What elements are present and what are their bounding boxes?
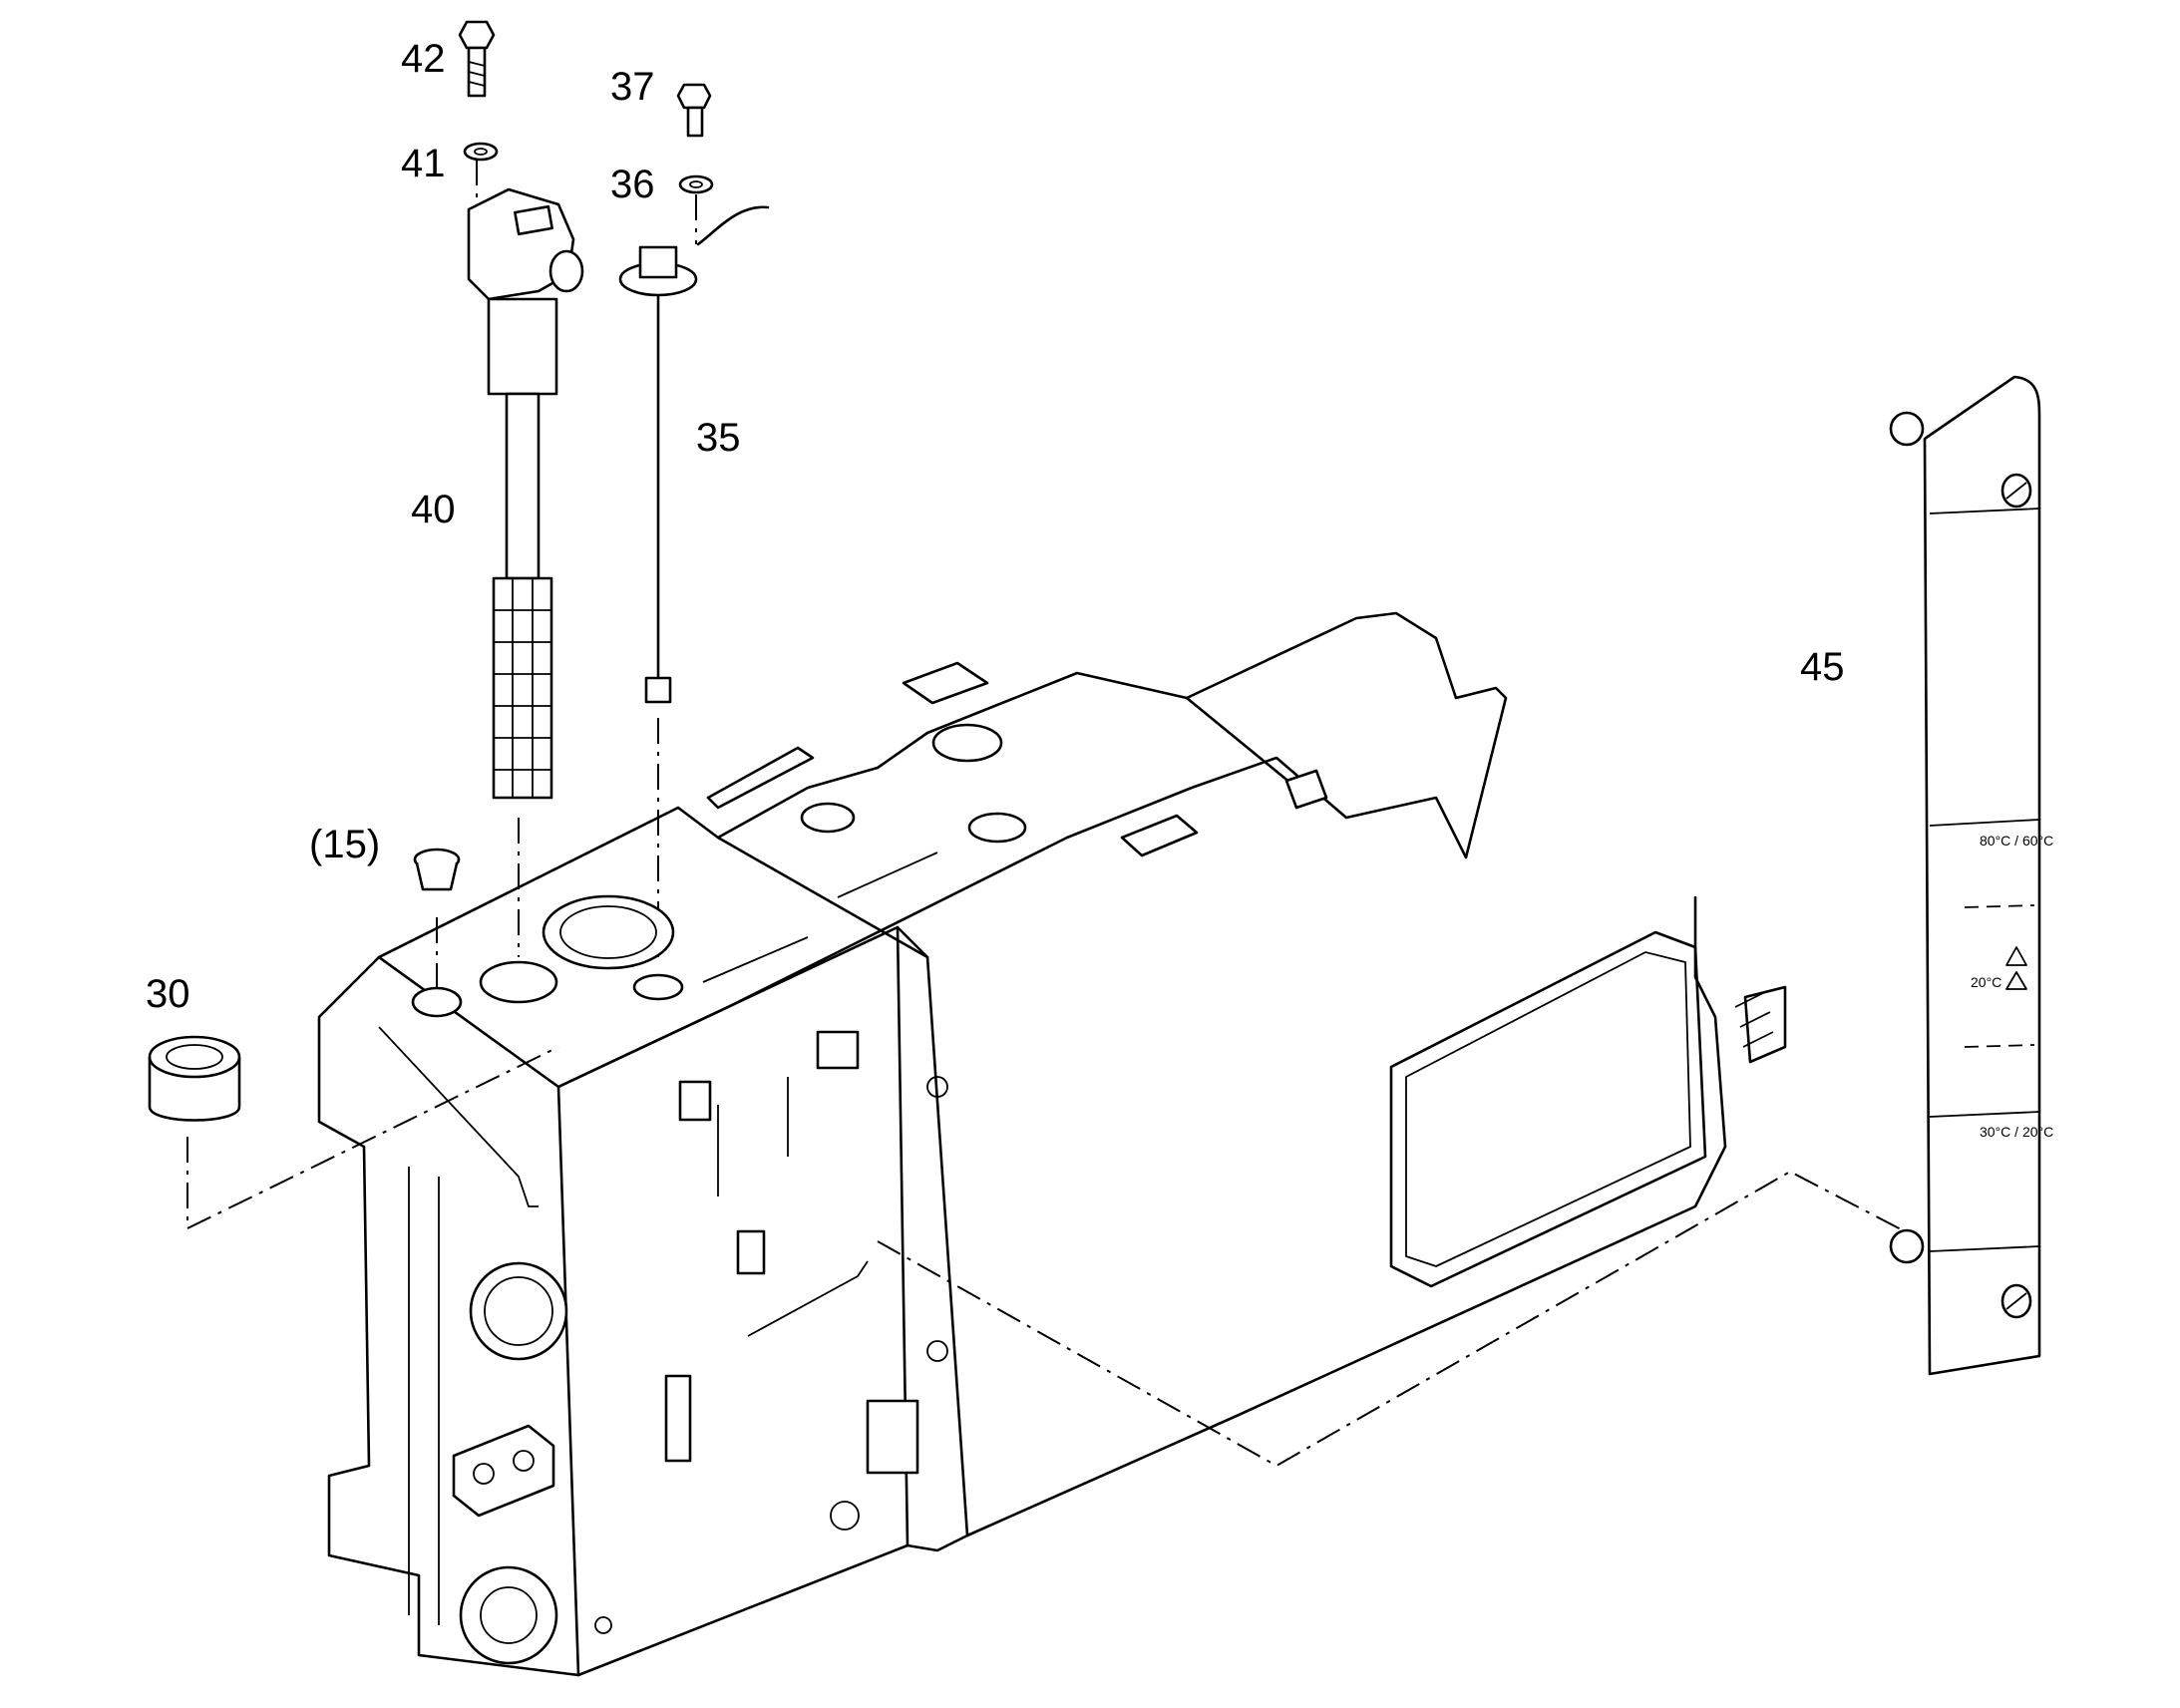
front-double-port [452, 1424, 555, 1518]
guide-line-30 [186, 1046, 559, 1230]
front-port-lower [459, 1565, 558, 1665]
side-block-1 [678, 1080, 712, 1122]
deck-port-a [931, 723, 1003, 763]
bolt-37-head [676, 83, 712, 110]
rear-step [1743, 985, 1787, 1064]
rear-frame-opening [1389, 930, 1707, 1288]
deck-mount-40 [479, 960, 558, 1004]
gauge-45-mark-top: 80°C / 60°C [1980, 833, 2053, 849]
deck-mount-35 [632, 973, 684, 1001]
side-boss-4 [594, 1616, 612, 1634]
callout-42: 42 [401, 37, 446, 81]
washer-36-hole [689, 180, 703, 188]
filter-40-port [548, 249, 584, 293]
side-slots [717, 1077, 789, 1196]
plug-15-body [415, 862, 459, 891]
front-port-upper-inner [484, 1276, 553, 1346]
deck-pad [1284, 769, 1328, 810]
callout-41: 41 [401, 142, 446, 185]
callout-45: 45 [1800, 645, 1845, 689]
bolt-37-shank [686, 106, 704, 138]
tank-housing [317, 611, 1787, 1677]
side-block-2 [736, 1229, 766, 1275]
callout-37: 37 [610, 65, 655, 109]
callout-36: 36 [610, 163, 655, 206]
filter-40-cap [514, 204, 553, 236]
bolt-42-thread [468, 61, 486, 87]
sensor-35-body [638, 245, 678, 279]
gauge-45-mark-bottom: 30°C / 20°C [1980, 1124, 2053, 1140]
deck-cover-plate [902, 661, 989, 705]
callout-30: 30 [146, 972, 190, 1016]
guide-line-45 [877, 1170, 1906, 1468]
part-40-filter [467, 187, 584, 800]
front-double-port-hole-a [473, 1463, 495, 1485]
deck-filter-flange-inner [559, 905, 657, 959]
tank-rear-bottom [965, 895, 1727, 1537]
side-cover [866, 1399, 919, 1475]
deck-mount-15 [411, 986, 463, 1018]
callout-35: 35 [696, 416, 741, 460]
gauge-45-body [1923, 375, 2041, 1376]
gauge-45-level-arrows [2005, 946, 2027, 990]
deck-cover-small [1120, 814, 1199, 857]
part-45-sight-gauge: 80°C / 60°C 20°C 30°C / 20°C [1889, 375, 2053, 1376]
deck-port-b [800, 802, 856, 834]
bushing-30-top [148, 1035, 241, 1079]
rear-step-ribs [1734, 991, 1774, 1048]
deck-bracket [706, 746, 815, 810]
part-30-bushing [148, 1035, 241, 1122]
tank-top-deck [377, 611, 1508, 1089]
side-boss-2 [926, 1340, 948, 1362]
part-35-level-sensor [618, 205, 770, 704]
deck-filter-flange [542, 894, 675, 970]
part-42-bolt [458, 20, 496, 98]
filter-40-bowl [487, 297, 558, 396]
sensor-35-cable [696, 205, 770, 246]
part-37-bolt [676, 83, 712, 138]
assembly-guide-lines [186, 160, 1906, 1468]
filter-40-element [492, 576, 553, 800]
tank-edge-line [1185, 696, 1298, 790]
side-boss-3 [830, 1501, 860, 1531]
sensor-35-float [644, 676, 672, 704]
gauge-45-bottom-stud [1889, 1228, 1925, 1264]
side-rail [747, 1260, 869, 1337]
side-boss-1 [926, 1076, 948, 1098]
washer-36 [678, 174, 714, 194]
front-double-port-hole-b [513, 1450, 535, 1472]
deck-slots [702, 852, 938, 983]
part-36-washer [678, 174, 714, 194]
tank-side-face [556, 925, 909, 1677]
gauge-45-bottom-screw-slot [2005, 1292, 2027, 1310]
side-bracket [664, 1374, 692, 1463]
tank-front-face [317, 955, 580, 1677]
gauge-45-level-marks [1964, 904, 2035, 1048]
deck-port-c [967, 812, 1027, 844]
callout-15: (15) [309, 823, 380, 866]
washer-41 [463, 142, 499, 162]
part-15-plug [413, 848, 461, 891]
tank-ridge [716, 836, 929, 959]
filter-40-tube [505, 392, 541, 580]
filter-40-mesh [494, 578, 551, 798]
callout-40: 40 [411, 488, 456, 531]
part-41-washer [463, 142, 499, 162]
washer-41-hole [474, 148, 488, 156]
front-plate-edge [378, 1026, 539, 1207]
gauge-45-top-screw-slot [2005, 482, 2027, 500]
callout-labels: 42 41 37 36 35 40 45 (15) 30 [146, 37, 1845, 1016]
gauge-45-segments [1929, 508, 2040, 1252]
front-port-lower-inner [480, 1586, 538, 1644]
gauge-45-mark-mid: 20°C [1971, 974, 2001, 990]
gauge-45-top-stud [1889, 411, 1925, 447]
side-block-3 [816, 1030, 860, 1070]
front-rib [408, 1167, 440, 1625]
bushing-30-bore [166, 1044, 223, 1070]
bolt-42-head [458, 20, 496, 50]
rear-frame-inner [1405, 951, 1691, 1267]
